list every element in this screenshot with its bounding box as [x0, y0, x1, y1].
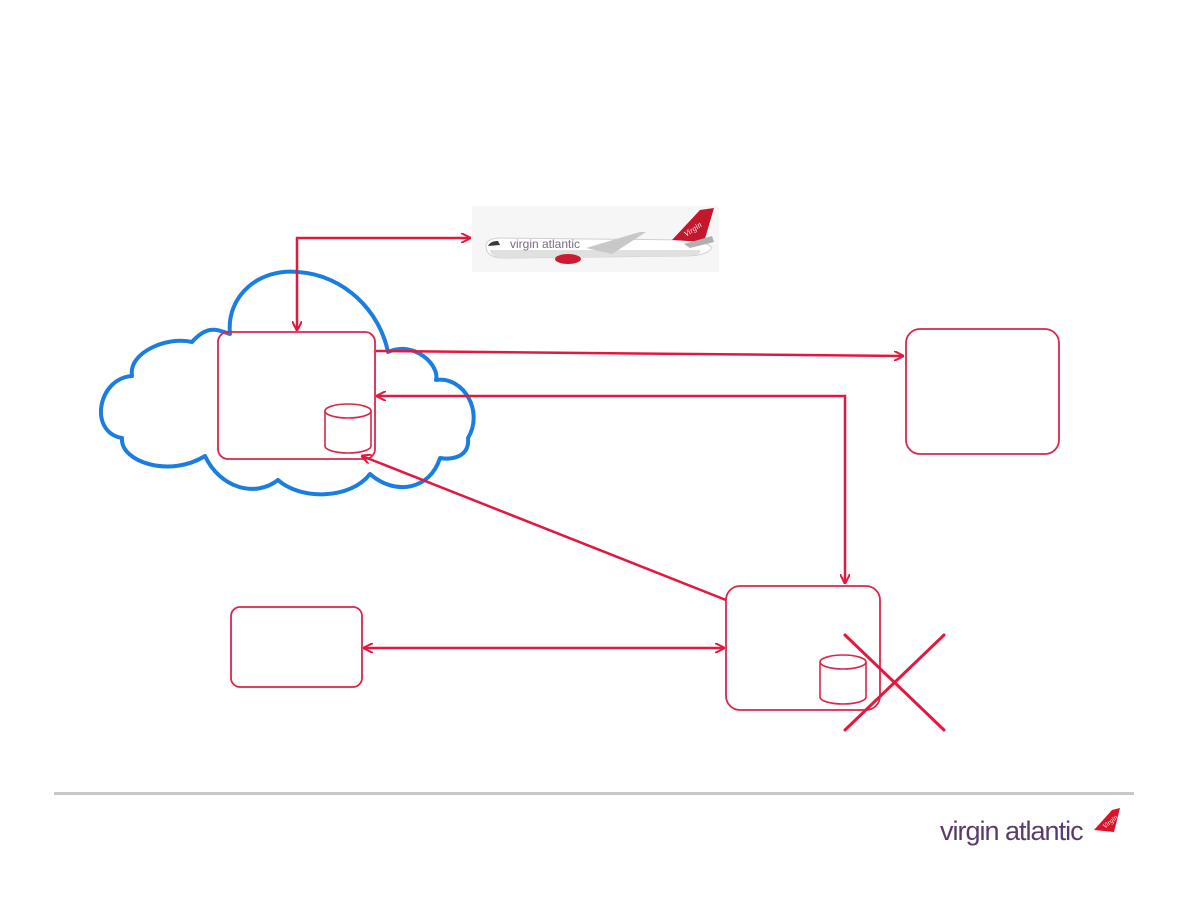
airplane-livery-text: virgin atlantic — [510, 237, 580, 251]
onprem-database-icon — [819, 654, 867, 705]
connector-cloud-to-right-system — [375, 349, 903, 356]
left-system-box — [230, 606, 363, 688]
cloud-system-box — [217, 331, 376, 460]
right-system-box — [905, 328, 1060, 455]
architecture-diagram: virgin atlantic Virgin — [98, 206, 1060, 732]
logo-wordmark: virgin atlantic — [940, 816, 1084, 846]
footer-divider — [54, 792, 1134, 795]
decommission-cross-icon — [843, 633, 946, 732]
connector-cloud-to-aircraft — [297, 238, 470, 330]
logo-tail-icon: Virgin — [1094, 808, 1120, 832]
connector-onprem-to-cloud — [377, 396, 845, 583]
cloud-shape — [98, 269, 476, 497]
connector-onprem-to-cloud-database — [362, 456, 727, 602]
airplane-wing — [586, 232, 646, 254]
airplane-cockpit — [488, 241, 500, 246]
onprem-system-box — [725, 585, 881, 711]
cloud-database-icon — [324, 403, 372, 454]
airplane-image: virgin atlantic Virgin — [472, 206, 719, 272]
airplane-belly — [490, 250, 701, 258]
virgin-atlantic-logo: virgin atlantic Virgin — [940, 806, 1120, 852]
airplane-engine — [555, 254, 581, 264]
airplane-tail — [672, 208, 714, 242]
airplane-stabilizer — [684, 236, 714, 248]
